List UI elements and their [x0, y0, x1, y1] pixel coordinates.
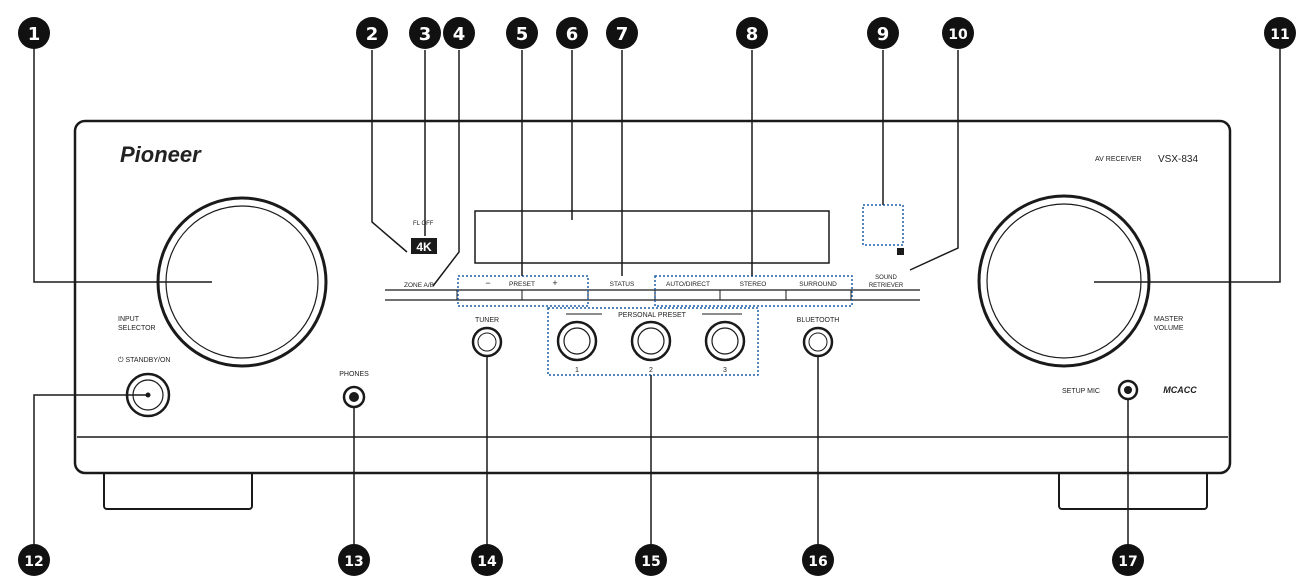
personal-preset-number-2: 2: [649, 367, 653, 374]
mcacc-logo: MCACC: [1163, 385, 1197, 395]
callout-16: [802, 544, 834, 576]
master-volume-knob-inner: [986, 203, 1142, 359]
callout-3: [409, 17, 441, 49]
badge-4k-box: [411, 238, 437, 254]
tuner-button[interactable]: [471, 326, 503, 358]
sound-retriever-label-line1: SOUND: [875, 275, 897, 281]
callout-12-number: 12: [24, 554, 43, 570]
callout-17-number: 17: [1118, 554, 1137, 570]
model-label: VSX-834: [1158, 154, 1198, 165]
callout-15: [635, 544, 667, 576]
bluetooth-button[interactable]: [802, 326, 834, 358]
bluetooth-label: BLUETOOTH: [797, 317, 840, 324]
preset-label: PRESET: [509, 281, 535, 288]
callout-3-number: 3: [419, 24, 432, 45]
right-foot: [1058, 470, 1208, 510]
tuner-label: TUNER: [475, 317, 499, 324]
master-volume-label-line2: VOLUME: [1154, 325, 1184, 332]
listening-mode-buttons-highlight: [654, 275, 853, 307]
input-selector-label-line1: INPUT: [118, 316, 140, 323]
personal-preset-buttons: [556, 320, 746, 362]
preset-minus-label: −: [485, 278, 490, 288]
callout-4-number: 4: [453, 24, 466, 45]
master-volume-label-line1: MASTER: [1154, 316, 1183, 323]
preset-buttons-highlight: [457, 275, 589, 307]
surround-label: SURROUND: [799, 281, 837, 288]
phones-label: PHONES: [339, 371, 369, 378]
fl-off-label: FL OFF: [413, 221, 434, 227]
callout-1-number: 1: [28, 24, 41, 45]
callout-12: [18, 544, 50, 576]
left-foot: [103, 470, 253, 510]
callout-5-number: 5: [516, 24, 529, 45]
display-window: [474, 210, 830, 264]
callout-8: [736, 17, 768, 49]
auto-direct-label: AUTO/DIRECT: [666, 281, 710, 288]
personal-preset-label: PERSONAL PRESET: [618, 312, 687, 319]
callout-6-number: 6: [566, 24, 579, 45]
callout-leader-lines: [33, 48, 1281, 545]
callout-10: [942, 17, 974, 49]
callout-9-number: 9: [877, 24, 890, 45]
pioneer-logo: Pioneer: [120, 142, 202, 167]
callout-7-number: 7: [616, 24, 629, 45]
callout-7: [606, 17, 638, 49]
zone-ab-label: ZONE A/B: [404, 282, 434, 289]
callout-1: [18, 17, 50, 49]
badge-4k: 4K: [416, 240, 432, 254]
callout-5: [506, 17, 538, 49]
callout-17: [1112, 544, 1144, 576]
callouts: 1 2 3 4 5 6 7 8 9 10 11 12 13 14 15 16 1: [18, 17, 1296, 576]
callout-2: [356, 17, 388, 49]
stereo-label: STEREO: [740, 281, 767, 288]
personal-preset-highlight: [547, 307, 759, 376]
product-type-label: AV RECEIVER: [1095, 156, 1142, 163]
callout-11-number: 11: [1270, 27, 1289, 43]
callout-13-number: 13: [344, 554, 363, 570]
status-label: STATUS: [610, 281, 635, 288]
personal-preset-number-3: 3: [723, 367, 727, 374]
preset-plus-label: +: [552, 278, 557, 288]
callout-11: [1264, 17, 1296, 49]
callout-10-number: 10: [948, 27, 968, 43]
setup-mic-label: SETUP MIC: [1062, 388, 1100, 395]
callout-9: [867, 17, 899, 49]
callout-6: [556, 17, 588, 49]
callout-16-number: 16: [808, 554, 827, 570]
standby-on-label: ⏻ STANDBY/ON: [118, 356, 170, 364]
sound-retriever-label-line2: RETRIEVER: [869, 283, 904, 289]
callout-4: [443, 17, 475, 49]
remote-sensor-icon: [897, 248, 904, 255]
input-selector-label-line2: SELECTOR: [118, 325, 156, 332]
callout-13: [338, 544, 370, 576]
master-volume-knob[interactable]: [977, 194, 1151, 368]
callout-8-number: 8: [746, 24, 759, 45]
callout-15-number: 15: [641, 554, 660, 570]
callout-2-number: 2: [366, 24, 379, 45]
receiver-chassis: [73, 119, 1232, 475]
callout-14: [471, 544, 503, 576]
personal-preset-number-1: 1: [575, 367, 579, 374]
callout-14-number: 14: [477, 554, 497, 570]
